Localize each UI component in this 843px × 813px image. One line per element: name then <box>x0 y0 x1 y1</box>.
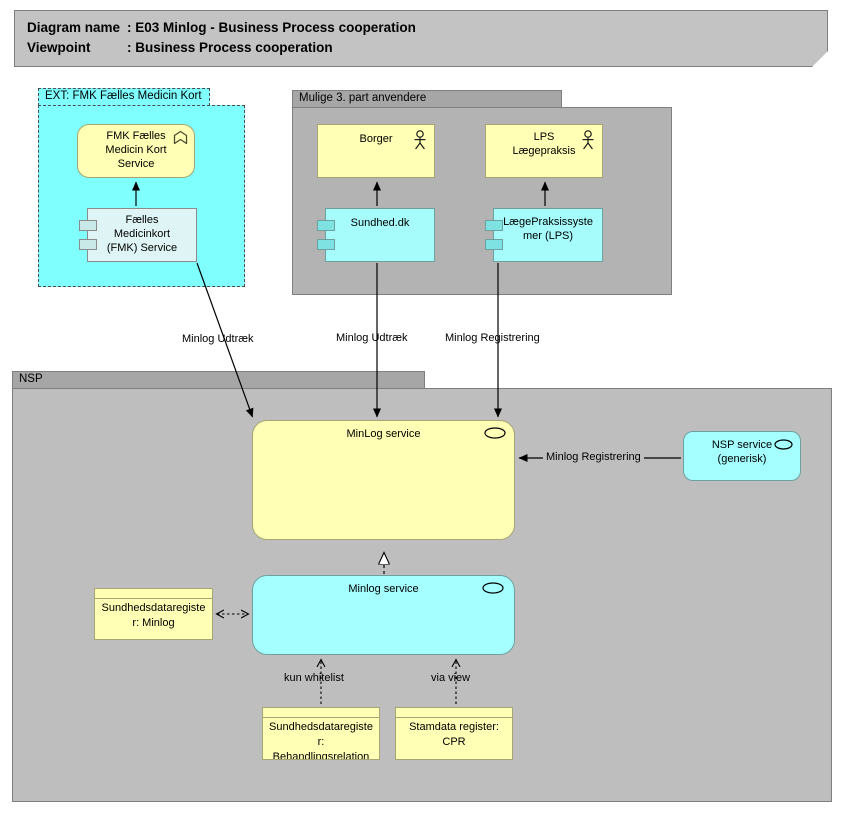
node-label-line: (generisk) <box>717 453 767 465</box>
node-sdr-minlog[interactable]: Sundhedsdataregiste r: Minlog <box>94 588 213 640</box>
object-title-bar <box>396 708 512 718</box>
edge-label-minlog-udtraek-fmk: Minlog Udtræk <box>182 333 254 345</box>
node-lps-component[interactable]: LægePraksissyste mer (LPS) <box>485 208 603 262</box>
group-tab-ext-fmk[interactable]: EXT: FMK Fælles Medicin Kort <box>38 88 210 106</box>
node-label-line: Behandlingsrelation <box>272 751 370 760</box>
viewpoint-row: Viewpoint : Business Process cooperation <box>27 38 815 58</box>
title-block: Diagram name : E03 Minlog - Business Proc… <box>14 10 828 67</box>
actor-icon <box>580 130 596 155</box>
component-lug-icon <box>79 220 97 231</box>
node-lps-actor[interactable]: LPS Lægepraksis <box>485 124 603 178</box>
service-oval-icon <box>774 439 793 454</box>
node-label-line: mer (LPS) <box>522 230 574 242</box>
node-label-line: Medicinkort <box>113 228 171 240</box>
object-title-bar <box>263 708 379 718</box>
service-oval-icon <box>484 427 506 443</box>
component-lug-icon <box>317 239 335 250</box>
edge-label-minlog-udtraek-sundhed: Minlog Udtræk <box>336 332 408 344</box>
diagram-name-label: Diagram name <box>27 20 121 35</box>
component-lug-icon <box>317 220 335 231</box>
node-label-line: Fælles <box>125 214 159 226</box>
node-fmk-component[interactable]: Fælles Medicinkort (FMK) Service <box>79 208 197 262</box>
node-label-line: LægePraksissyste <box>503 216 593 228</box>
node-label: Minlog service <box>348 583 419 595</box>
edge-label-via-view: via view <box>431 672 471 684</box>
node-label-line: Stamdata register: <box>409 721 499 733</box>
node-sdr-behandlingsrelation[interactable]: Sundhedsdataregiste r: Behandlingsrelati… <box>262 707 380 760</box>
node-nsp-service-generisk[interactable]: NSP service (generisk) <box>683 431 801 481</box>
node-label-line: Service <box>117 158 155 170</box>
node-label: Borger <box>359 133 393 145</box>
node-label-line: Sundhedsdataregiste <box>269 721 373 733</box>
node-minlog-service-business[interactable]: MinLog service <box>252 420 515 540</box>
node-label-block: Sundhedsdataregiste r: Behandlingsrelati… <box>263 718 379 760</box>
node-label-line: Sundhedsdataregiste <box>101 602 206 614</box>
object-title-bar <box>95 589 212 599</box>
group-tab-nsp[interactable]: NSP <box>12 371 425 389</box>
group-label-ext-fmk: EXT: FMK Fælles Medicin Kort <box>45 90 202 102</box>
node-label-line: Medicin Kort <box>105 144 167 156</box>
diagram-name-row: Diagram name : E03 Minlog - Business Proc… <box>27 18 815 38</box>
node-label-block: Stamdata register: CPR <box>396 718 512 750</box>
node-label-line: FMK Fælles <box>106 130 166 142</box>
node-fmk-service[interactable]: FMK Fælles Medicin Kort Service <box>77 124 195 178</box>
node-label-line: Lægepraksis <box>512 145 576 157</box>
diagram-name-value: : E03 Minlog - Business Process cooperat… <box>127 20 416 35</box>
node-stamdata-cpr[interactable]: Stamdata register: CPR <box>395 707 513 760</box>
node-label-line: CPR <box>442 736 466 748</box>
node-label-block: Sundhedsdataregiste r: Minlog <box>95 599 212 631</box>
node-label-line: r: <box>317 736 325 748</box>
group-tab-mulige[interactable]: Mulige 3. part anvendere <box>292 90 562 108</box>
viewpoint-label: Viewpoint <box>27 40 91 55</box>
node-label-line: NSP service <box>711 439 773 451</box>
viewpoint-value: : Business Process cooperation <box>127 40 333 55</box>
component-lug-icon <box>485 239 503 250</box>
component-lug-icon <box>79 239 97 250</box>
node-label-line: r: Minlog <box>132 617 175 629</box>
component-lug-icon <box>485 220 503 231</box>
actor-icon <box>412 130 428 155</box>
node-label: MinLog service <box>346 428 421 440</box>
function-icon <box>173 130 188 149</box>
edge-label-kun-whitelist: kun whitelist <box>284 672 344 684</box>
service-oval-icon <box>482 582 504 598</box>
group-label-mulige: Mulige 3. part anvendere <box>299 92 427 104</box>
node-label: Sundhed.dk <box>350 217 410 229</box>
node-borger[interactable]: Borger <box>317 124 435 178</box>
node-sundhed-dk[interactable]: Sundhed.dk <box>317 208 435 262</box>
group-label-nsp: NSP <box>19 373 43 385</box>
node-minlog-service-app[interactable]: Minlog service <box>252 575 515 655</box>
edge-label-minlog-registrering-lps: Minlog Registrering <box>445 332 540 344</box>
node-label-line: LPS <box>533 131 555 143</box>
node-label-line: (FMK) Service <box>106 242 178 254</box>
edge-label-minlog-registrering-nsp: Minlog Registrering <box>543 451 644 464</box>
